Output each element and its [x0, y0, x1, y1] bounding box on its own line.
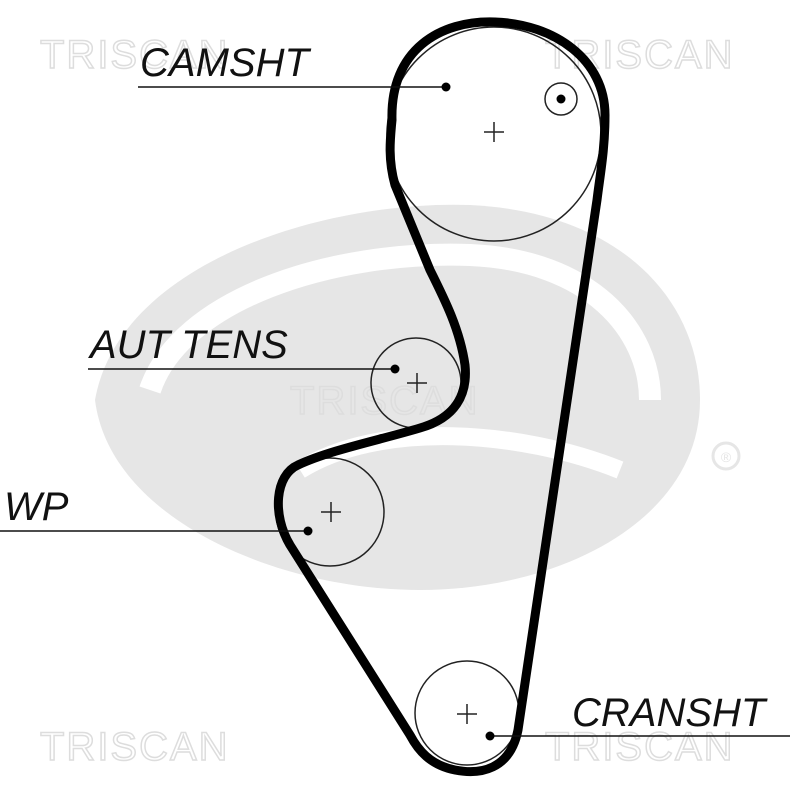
watermark-bottom-left: TRISCAN [40, 725, 230, 769]
crankshaft-leader-dot [485, 731, 495, 741]
logo-swoosh-highlight [139, 243, 661, 401]
registered-mark-circle [711, 441, 741, 471]
center-marks [321, 122, 504, 724]
camshaft-leader-dot [441, 82, 451, 92]
water-pump-center-mark [321, 502, 341, 522]
timing-belt [273, 17, 610, 777]
crankshaft-center-mark [457, 704, 477, 724]
leader-lines [0, 82, 790, 741]
water-pump-leader-dot [303, 526, 313, 536]
registered-mark: ® [721, 449, 732, 465]
water-pump-label: WP [4, 485, 69, 529]
camshaft-center-mark [484, 122, 504, 142]
crankshaft-label: CRANSHT [572, 691, 768, 735]
camshaft-timing-mark-ring [544, 82, 578, 116]
camshaft-label: CAMSHT [140, 41, 311, 85]
watermarks: TRISCAN TRISCAN TRISCAN TRISCAN TRISCAN [39, 32, 735, 770]
watermark-bottom-right: TRISCAN [545, 725, 735, 769]
tensioner-leader-dot [390, 364, 400, 374]
tensioner-label: AUT TENS [88, 323, 288, 367]
tensioner-center-mark [407, 373, 427, 393]
camshaft-timing-mark-dot [556, 94, 566, 104]
watermark-top-left: TRISCAN [40, 33, 230, 77]
